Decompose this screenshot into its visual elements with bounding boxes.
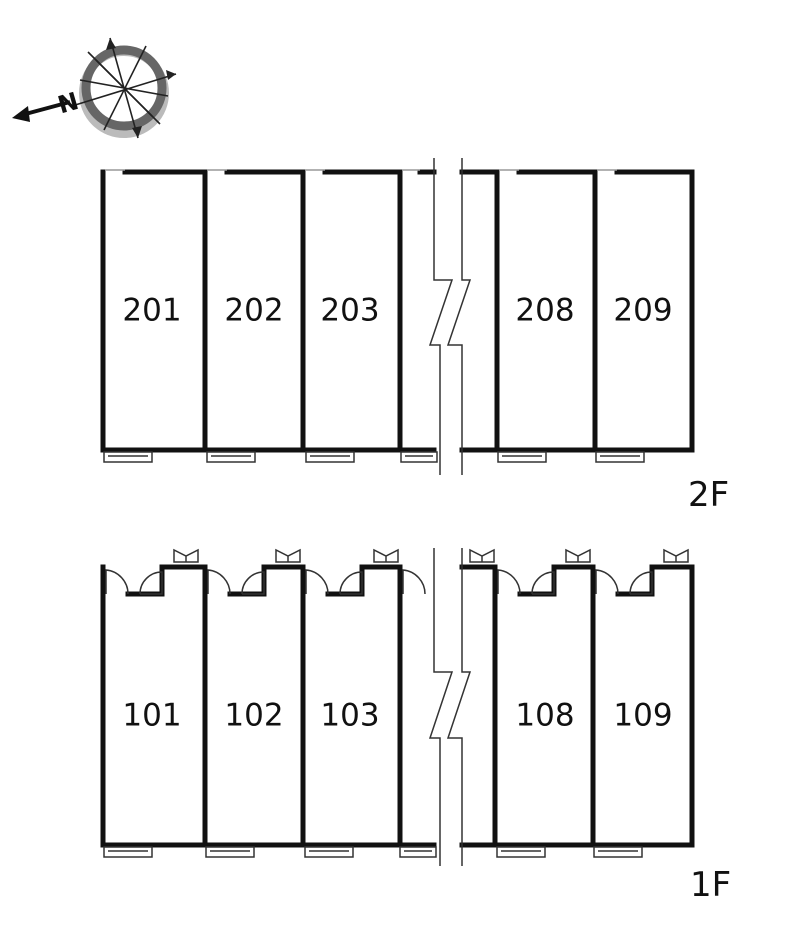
- unit-label: 201: [122, 293, 181, 329]
- unit-label: 203: [320, 293, 379, 329]
- unit-label: 102: [224, 698, 283, 734]
- unit-label: 202: [224, 293, 283, 329]
- floor-1f: 101 102 103 108 109 1F: [100, 548, 731, 905]
- compass-rose-icon: N: [12, 37, 177, 139]
- floor-2f: 201 202 203 208 209 2F: [100, 156, 729, 515]
- unit-label: 209: [613, 293, 672, 329]
- floor-label: 1F: [690, 865, 731, 905]
- compass-north-label: N: [55, 87, 82, 119]
- unit-label: 208: [515, 293, 574, 329]
- unit-label: 109: [613, 698, 672, 734]
- unit-label: 101: [122, 698, 181, 734]
- unit-label: 103: [320, 698, 379, 734]
- floor-label: 2F: [688, 475, 729, 515]
- unit-label: 108: [515, 698, 574, 734]
